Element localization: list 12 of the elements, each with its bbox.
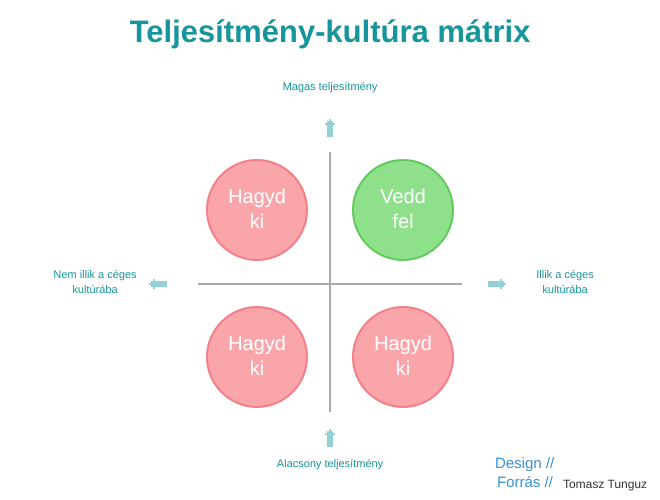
- node-label: Hagyd ki: [227, 332, 287, 382]
- node-label: Hagyd ki: [227, 185, 287, 235]
- axis-label: Illik a céges kultúrába: [535, 268, 595, 298]
- axis-label: Alacsony teljesítmény: [276, 457, 384, 472]
- node-label: Hagyd ki: [373, 332, 433, 382]
- node-label: Vedd fel: [379, 185, 427, 235]
- credit-label: Design //: [495, 455, 554, 472]
- title: Teljesítmény-kultúra mátrix: [128, 14, 532, 50]
- axis-label: Nem illik a céges kultúrába: [52, 268, 138, 298]
- credit-label: Forrás //: [497, 474, 553, 491]
- source-name: Tomasz Tunguz: [563, 477, 648, 491]
- axis-label: Magas teljesítmény: [282, 80, 378, 95]
